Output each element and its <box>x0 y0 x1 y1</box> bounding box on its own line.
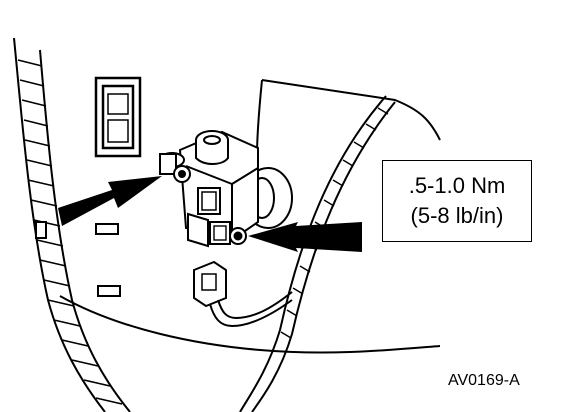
electrical-connector <box>193 260 227 308</box>
body-panel-edge <box>13 37 131 412</box>
switch-opening <box>94 76 142 158</box>
torque-spec-imperial: (5-8 lb/in) <box>410 203 504 228</box>
torque-spec-callout: .5-1.0 Nm (5-8 lb/in) <box>382 160 532 242</box>
panel-slot <box>95 223 119 235</box>
control-module <box>178 130 259 248</box>
wiring-harness <box>209 291 293 328</box>
side-clip <box>35 221 47 239</box>
torque-spec-metric: .5-1.0 Nm <box>408 173 506 198</box>
trim-panel <box>59 79 441 412</box>
mounting-bolt-arrow-icon <box>248 222 362 252</box>
mounting-bolt <box>159 152 191 183</box>
panel-slot <box>97 285 121 297</box>
mounting-bolt-arrow-icon <box>58 176 162 226</box>
mounting-bolt <box>229 227 247 245</box>
figure-id: AV0169-A <box>448 372 520 389</box>
